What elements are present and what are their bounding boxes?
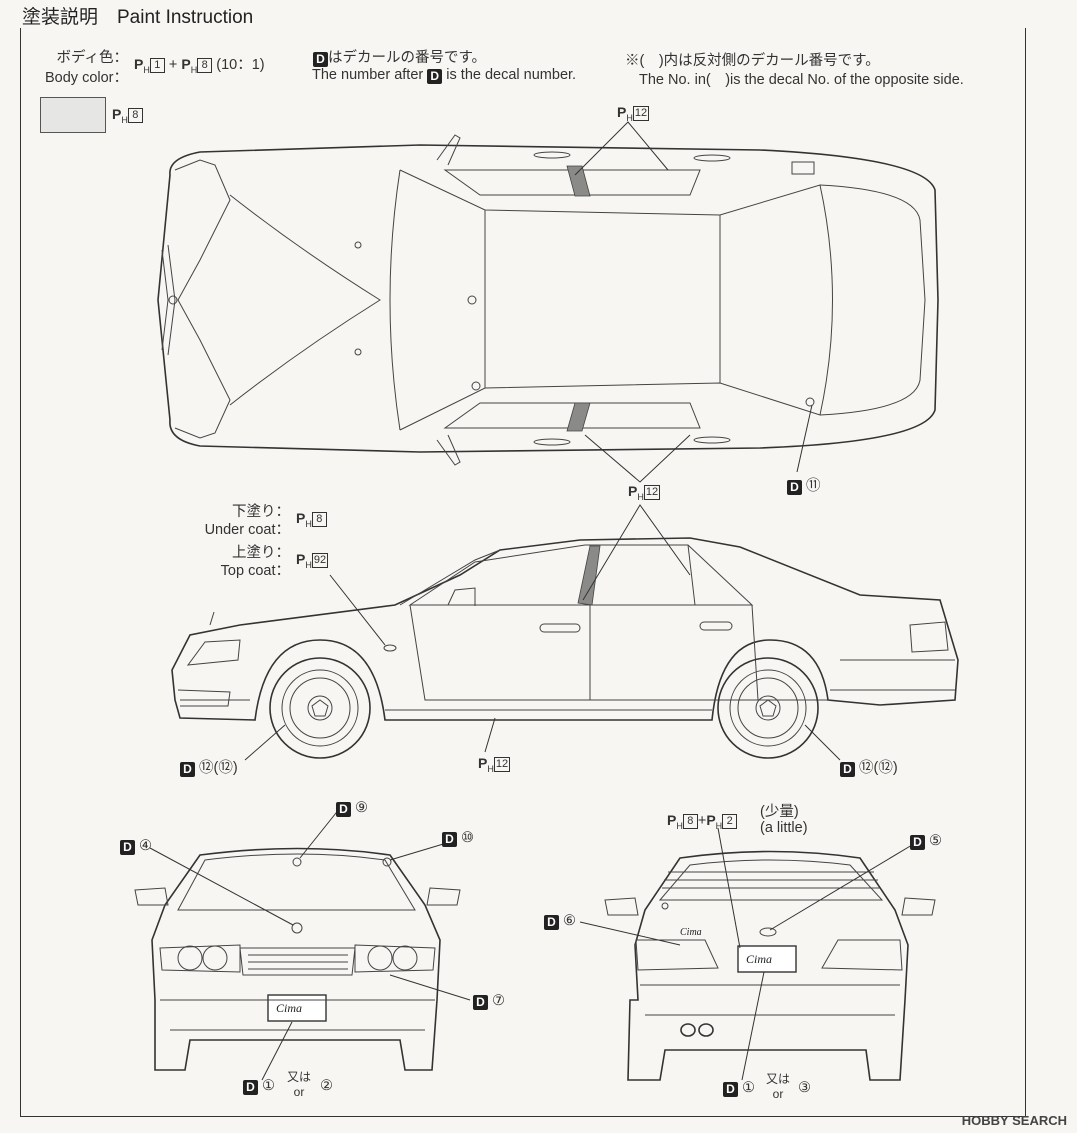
color-swatch bbox=[40, 97, 106, 133]
top-coat-jp: 上塗り： bbox=[232, 545, 290, 561]
under-coat-jp: 下塗り： bbox=[232, 504, 290, 520]
instruction-frame bbox=[20, 28, 1026, 1117]
decal-7-label: D ⑦ bbox=[473, 993, 505, 1010]
decal-9-label: D ⑨ bbox=[336, 800, 368, 817]
rear-cima-badge: Cima bbox=[746, 952, 773, 966]
front-alt-decal: ② bbox=[320, 1078, 333, 1094]
decal-note-en: The number after D is the decal number. bbox=[312, 67, 577, 84]
watermark: HOBBY SEARCH bbox=[961, 1113, 1067, 1128]
opposite-note-jp: ※( )内は反対側のデカール番号です。 bbox=[625, 53, 880, 69]
decal-4-label: D ④ bbox=[120, 838, 152, 855]
front-cima-badge: Cima bbox=[276, 1001, 303, 1015]
front-plate-decal-label: D ① bbox=[243, 1078, 275, 1095]
decal-11-label: D ⑪ bbox=[787, 474, 821, 495]
side-view bbox=[171, 504, 959, 761]
decal-6-label: D ⑥ bbox=[544, 913, 576, 930]
front-view bbox=[134, 807, 471, 1081]
little-en: (a little) bbox=[760, 820, 808, 836]
decal-5-label: D ⑤ bbox=[910, 833, 942, 850]
body-color-label-jp: ボディ色： bbox=[56, 50, 129, 66]
paint-code: PH bbox=[181, 56, 198, 75]
paint-code: PH bbox=[134, 56, 150, 75]
side-wheel-front bbox=[269, 657, 371, 759]
rear-view bbox=[579, 827, 936, 1081]
rear-plate-decal-label: D ① bbox=[723, 1080, 755, 1097]
little-jp: (少量) bbox=[760, 804, 799, 820]
top-view bbox=[157, 121, 939, 483]
body-color-label-en: Body color： bbox=[44, 70, 128, 86]
rear-alt-decal: ③ bbox=[798, 1080, 811, 1096]
top-coat-en: Top coat： bbox=[220, 563, 290, 579]
decal-12-left-label: D ⑫(⑫) bbox=[180, 756, 238, 777]
decal-10-label: D ⑩ bbox=[442, 830, 474, 847]
trunk-cima-badge: Cima bbox=[680, 927, 702, 938]
under-coat-en: Under coat： bbox=[204, 522, 290, 538]
decal-12-right-label: D ⑫(⑫) bbox=[840, 756, 898, 777]
opposite-note-en: The No. in( )is the decal No. of the opp… bbox=[639, 72, 964, 88]
side-wheel-rear bbox=[717, 657, 819, 759]
page-title: 塗装説明 Paint Instruction bbox=[22, 7, 254, 28]
